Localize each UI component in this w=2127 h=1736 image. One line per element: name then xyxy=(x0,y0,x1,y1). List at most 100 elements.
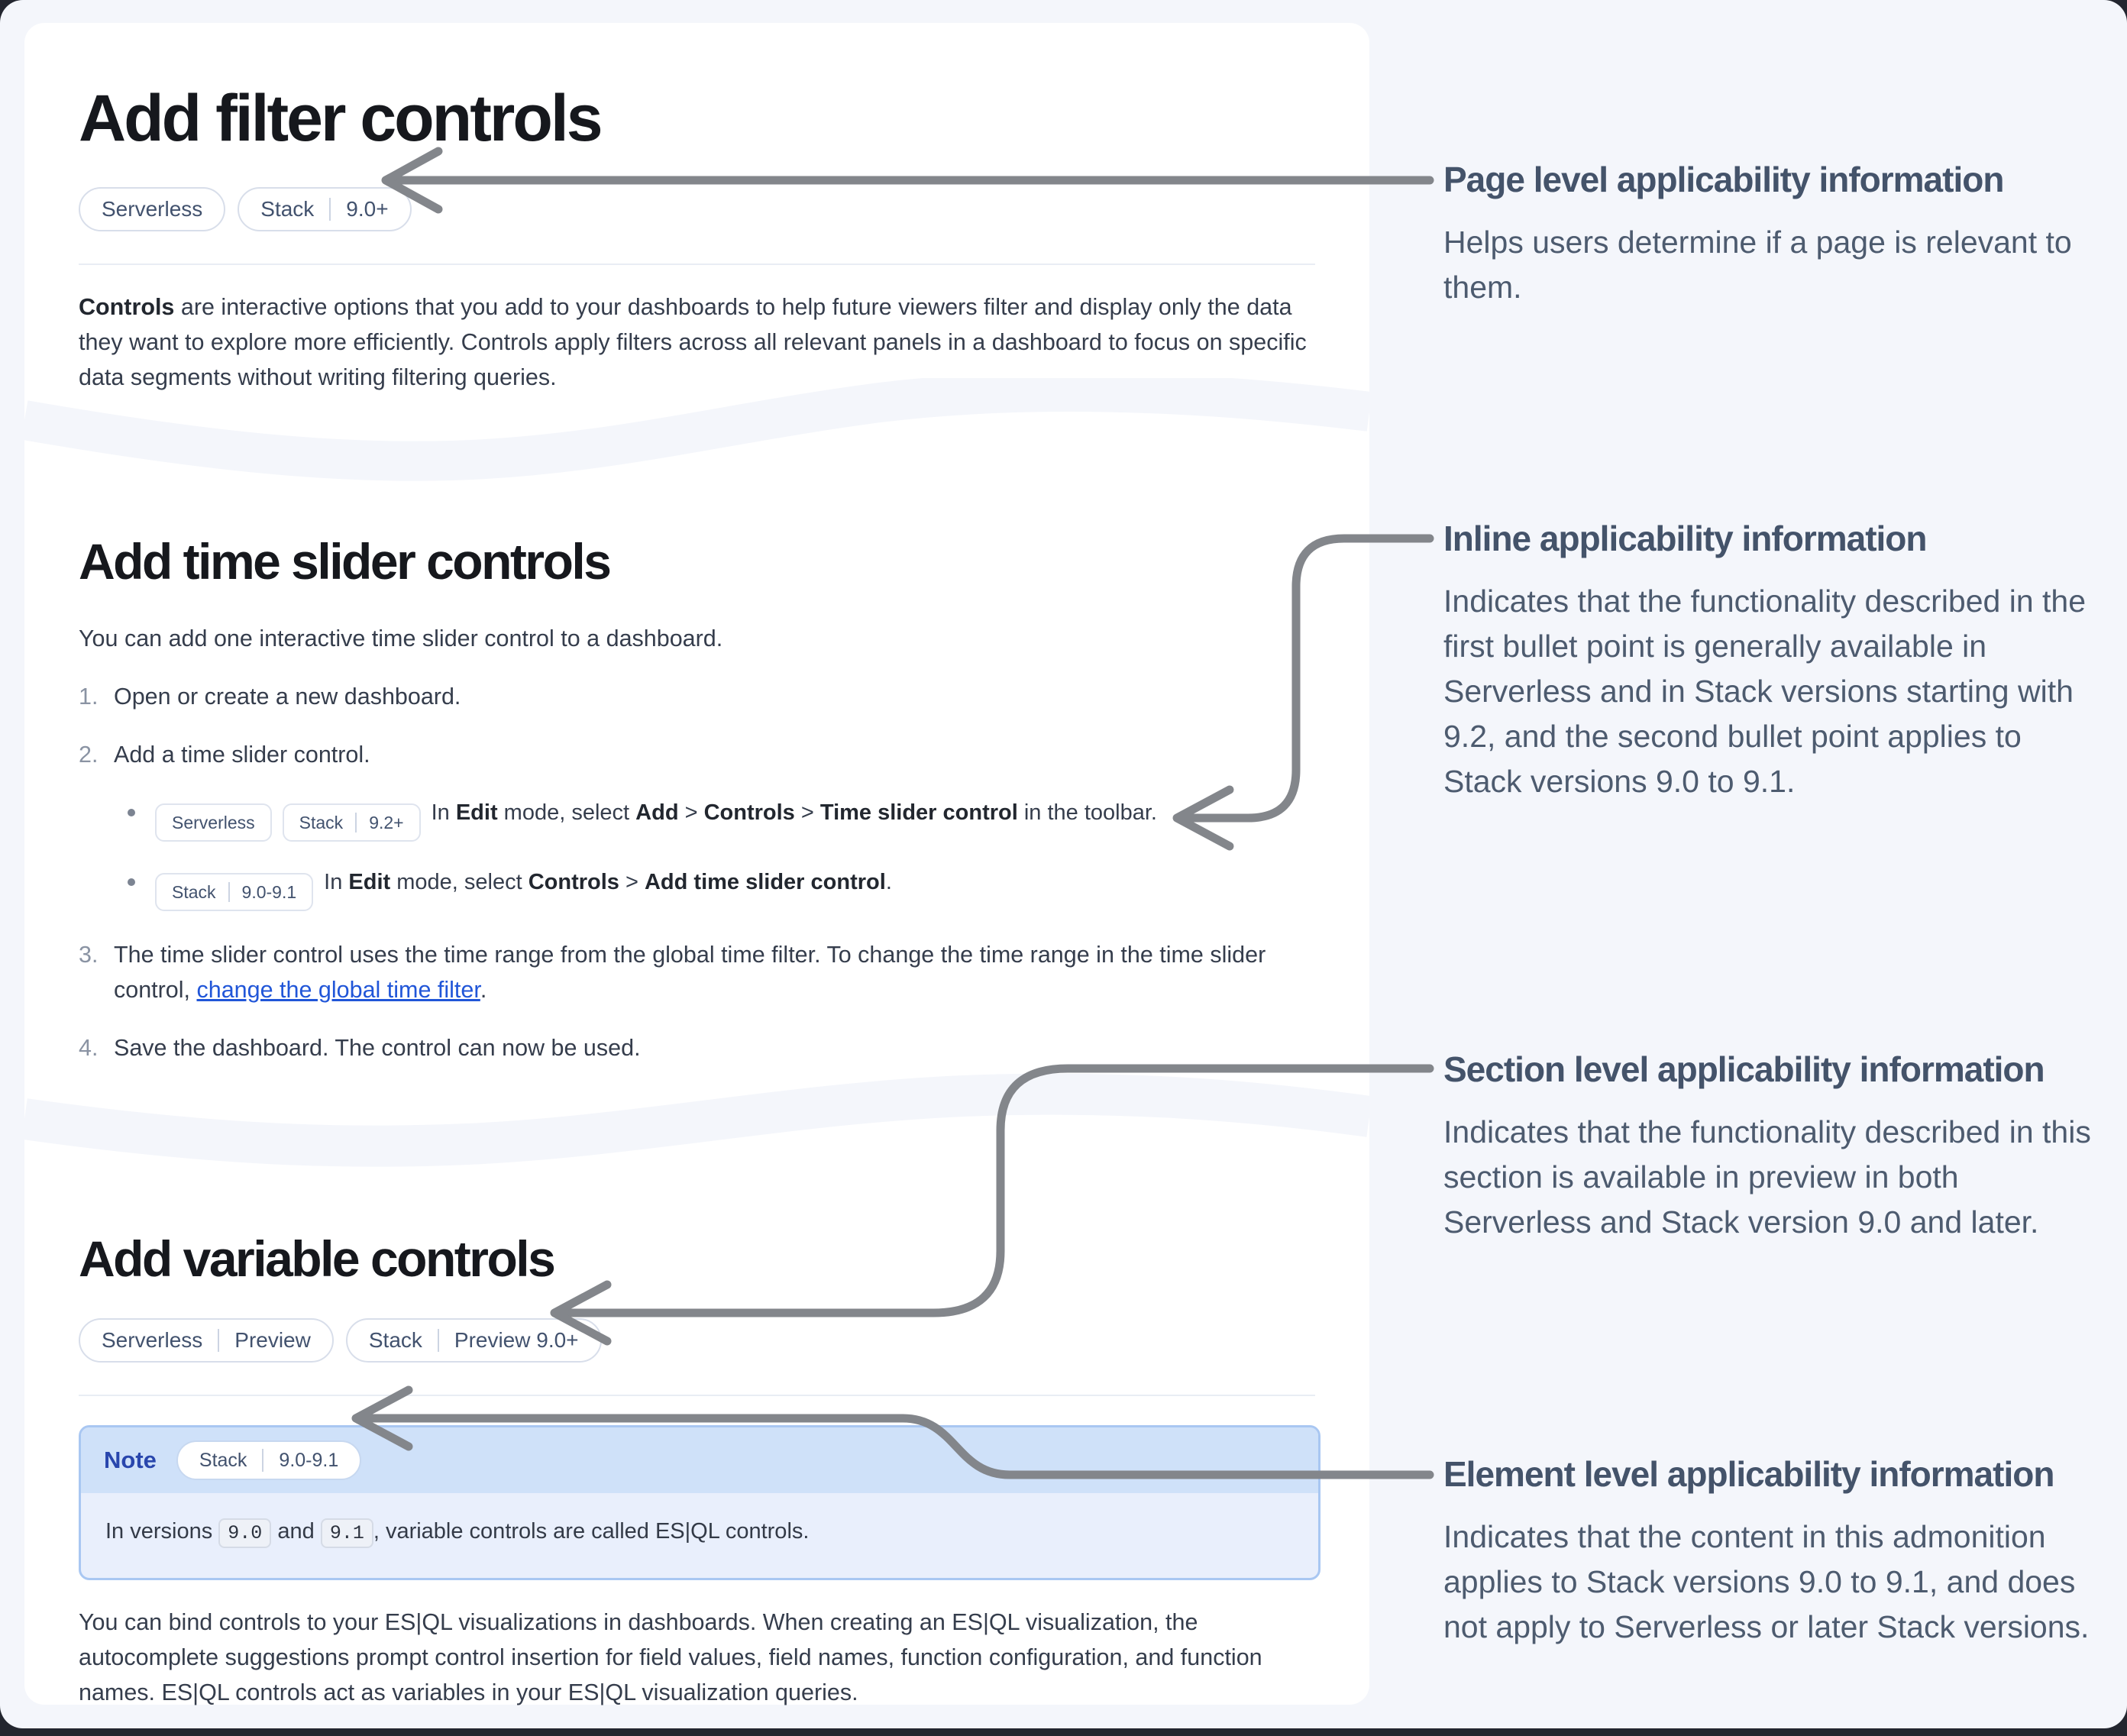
badge-stack-preview-version: Stack Preview 9.0+ xyxy=(345,1318,602,1363)
annotation-page-level: Page level applicability information Hel… xyxy=(1443,159,2108,310)
badge-serverless-preview: Serverless Preview xyxy=(79,1318,334,1363)
text-seg: and xyxy=(271,1519,321,1544)
annotation-inline-level: Inline applicability information Indicat… xyxy=(1443,518,2108,804)
badge-stack-version: Stack 9.0+ xyxy=(238,187,412,231)
annotation-title: Inline applicability information xyxy=(1443,519,1928,558)
intro-paragraph: Controls are interactive options that yo… xyxy=(79,289,1324,395)
ui-term: Add xyxy=(635,800,679,825)
badge-version: Preview xyxy=(234,1328,311,1352)
step-text: . xyxy=(480,977,487,1003)
text-seg: in the toolbar. xyxy=(1017,800,1157,825)
step-number: 4. xyxy=(79,1035,99,1061)
section-add-variable-controls: Add variable controls Serverless Preview… xyxy=(24,1159,1369,1710)
step-text: Open or create a new dashboard. xyxy=(114,684,461,710)
note-label: Note xyxy=(104,1447,157,1473)
page-title: Add filter controls xyxy=(79,82,603,155)
annotation-body: Indicates that the functionality describ… xyxy=(1443,584,2087,799)
version-code-chip: 9.1 xyxy=(320,1518,373,1548)
text-seg: mode, select xyxy=(497,800,636,825)
badge-divider xyxy=(228,882,230,902)
note-body: In versions 9.0 and 9.1, variable contro… xyxy=(81,1493,1318,1578)
ui-term: Add time slider control xyxy=(644,870,886,894)
badge-label: Stack xyxy=(260,197,315,221)
annotation-title: Page level applicability information xyxy=(1443,160,2004,199)
bullet-dot-icon xyxy=(128,809,135,816)
section-title: Add variable controls xyxy=(79,1230,556,1287)
step-number: 2. xyxy=(79,742,99,768)
badge-label: Stack xyxy=(172,882,216,902)
badge-version: 9.0-9.1 xyxy=(241,882,297,902)
badge-label: Serverless xyxy=(102,1328,203,1352)
step-1: 1. Open or create a new dashboard. xyxy=(79,679,1315,714)
annotation-body: Indicates that the functionality describ… xyxy=(1443,1114,2091,1240)
ui-term: Edit xyxy=(455,800,498,825)
content-column: Add filter controls Serverless Stack 9.0… xyxy=(24,23,1369,1705)
text-seg: > xyxy=(794,800,820,825)
badge-serverless: Serverless xyxy=(79,187,226,231)
step-number: 3. xyxy=(79,942,99,968)
title-divider xyxy=(79,263,1315,265)
global-time-filter-link[interactable]: change the global time filter xyxy=(196,977,480,1003)
version-code-chip: 9.0 xyxy=(218,1518,272,1548)
text-seg: In xyxy=(324,870,349,894)
section-intro: You can add one interactive time slider … xyxy=(79,626,723,651)
text-seg: , variable controls are called ES|QL con… xyxy=(373,1519,810,1544)
inline-badge-serverless: Serverless xyxy=(155,803,272,842)
section-add-time-slider-controls: Add time slider controls You can add one… xyxy=(24,462,1369,1065)
section-badges: Serverless Preview Stack Preview 9.0+ xyxy=(79,1318,1315,1363)
section-title: Add time slider controls xyxy=(79,533,612,590)
ui-term: Edit xyxy=(348,870,391,894)
badge-version: 9.0+ xyxy=(346,197,389,221)
badge-divider xyxy=(218,1329,220,1352)
badge-label: Stack xyxy=(368,1328,422,1352)
text-seg: mode, select xyxy=(390,870,529,894)
note-badge-stack-version: Stack 9.0-9.1 xyxy=(176,1440,362,1480)
step-3: 3. The time slider control uses the time… xyxy=(79,937,1315,1007)
section-add-filter-controls: Add filter controls Serverless Stack 9.0… xyxy=(24,46,1369,395)
step-number: 1. xyxy=(79,684,99,710)
badge-label: Stack xyxy=(299,813,344,832)
badge-divider xyxy=(329,198,331,221)
badge-label: Serverless xyxy=(172,813,255,832)
page-badges: Serverless Stack 9.0+ xyxy=(79,187,1315,231)
inline-badge-stack-version: Stack 9.2+ xyxy=(282,803,421,842)
annotation-title: Section level applicability information xyxy=(1443,1049,2045,1089)
text-seg: > xyxy=(678,800,704,825)
annotation-title: Element level applicability information xyxy=(1443,1454,2054,1494)
badge-divider xyxy=(262,1449,264,1472)
closing-paragraph: You can bind controls to your ES|QL visu… xyxy=(79,1609,1262,1705)
step-text: Add a time slider control. xyxy=(114,742,370,768)
badge-version: 9.0-9.1 xyxy=(279,1449,339,1471)
step-4: 4. Save the dashboard. The control can n… xyxy=(79,1030,1315,1065)
step-2: 2. Add a time slider control. Serverless… xyxy=(79,737,1315,914)
badge-version: 9.2+ xyxy=(369,813,404,832)
badge-label: Stack xyxy=(199,1449,247,1471)
ui-term: Controls xyxy=(528,870,619,894)
badge-version: Preview 9.0+ xyxy=(454,1328,579,1352)
step-text: Save the dashboard. The control can now … xyxy=(114,1035,641,1061)
bold-term: Controls xyxy=(79,294,175,320)
badge-label: Serverless xyxy=(102,197,203,221)
text-seg: > xyxy=(619,870,645,894)
annotation-body: Indicates that the content in this admon… xyxy=(1443,1519,2090,1644)
ui-term: Controls xyxy=(703,800,795,825)
step-text: The time slider control uses the time ra… xyxy=(114,942,1266,1003)
note-admonition: Note Stack 9.0-9.1 In versions 9.0 and 9… xyxy=(79,1425,1320,1580)
text-seg: . xyxy=(885,870,892,894)
note-header: Note Stack 9.0-9.1 xyxy=(81,1427,1318,1493)
sub-bullet-2: Stack 9.0-9.1 In Edit mode, select Control… xyxy=(114,865,1315,911)
bullet-dot-icon xyxy=(128,878,135,886)
ui-term: Time slider control xyxy=(819,800,1018,825)
paragraph-text: are interactive options that you add to … xyxy=(79,294,1307,390)
annotation-section-level: Section level applicability information … xyxy=(1443,1049,2108,1245)
text-seg: In xyxy=(431,800,456,825)
steps-list: 1. Open or create a new dashboard. 2. Ad… xyxy=(79,679,1315,1065)
badge-divider xyxy=(437,1329,439,1352)
title-divider xyxy=(79,1395,1315,1396)
text-seg: In versions xyxy=(105,1519,219,1544)
badge-divider xyxy=(355,813,357,832)
